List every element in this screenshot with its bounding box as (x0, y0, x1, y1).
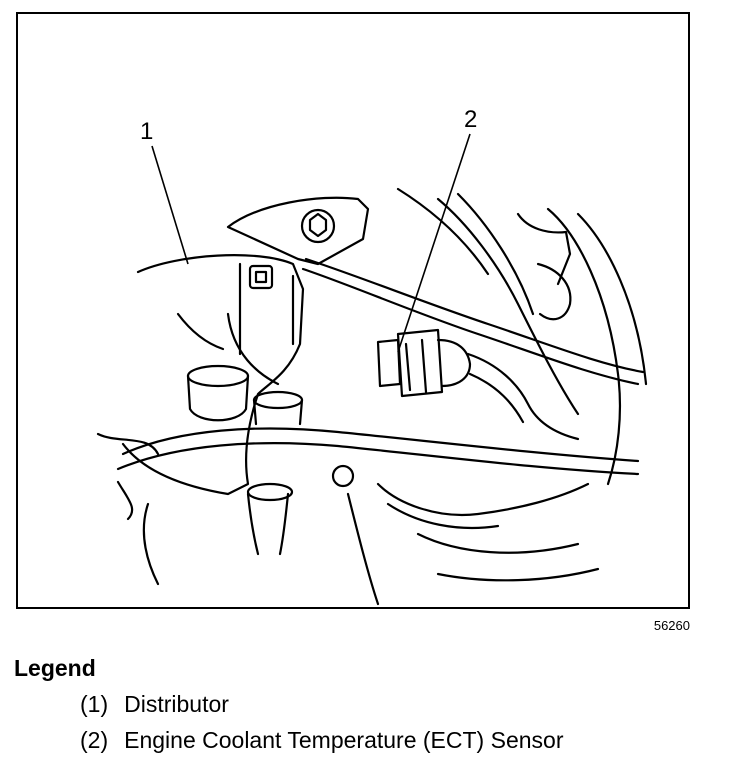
callout-1-leader (151, 145, 189, 265)
ect-sensor (376, 328, 472, 398)
small-bolt (331, 464, 355, 488)
distributor-outline (121, 254, 305, 496)
legend-title: Legend (14, 655, 96, 681)
figure-id: 56260 (653, 618, 690, 633)
legend-item: (2) Engine Coolant Temperature (ECT) Sen… (80, 727, 563, 754)
illustration-frame: 1 2 (16, 12, 690, 609)
callout-1-label: 1 (140, 118, 154, 145)
hex-bolt (248, 264, 274, 290)
legend-item-number: (1) (80, 691, 109, 717)
legend-item-number: (2) (80, 727, 109, 753)
wiring-harness (121, 427, 640, 463)
bracket (226, 196, 370, 266)
bolt-head (300, 208, 336, 244)
legend-item-label: Engine Coolant Temperature (ECT) Sensor (124, 727, 564, 753)
strap (301, 267, 640, 386)
callout-2-label: 2 (464, 106, 478, 133)
callout-2-leader (397, 133, 471, 353)
engine-illustration (96, 187, 648, 606)
legend-item: (1) Distributor (80, 691, 229, 718)
callout-leaders (151, 133, 471, 353)
legend-item-label: Distributor (124, 691, 229, 717)
